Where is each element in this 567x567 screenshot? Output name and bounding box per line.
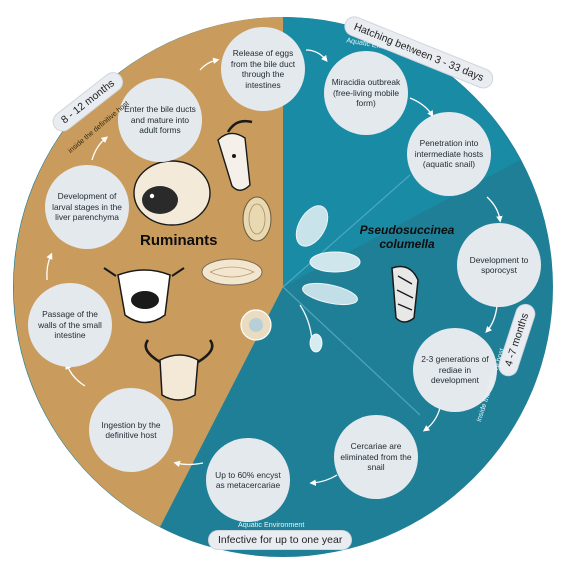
arrow-3	[486, 196, 503, 223]
sector-divider-1	[282, 174, 411, 288]
arrow-9	[46, 252, 53, 281]
badge-infective: Infective for up to one year	[209, 531, 352, 549]
label-aquatic-bottom: Aquatic Environment	[238, 520, 305, 529]
step-passage-intestine: Passage of the walls of the small intest…	[28, 283, 112, 367]
cow-icon	[103, 267, 185, 324]
snail-icon	[391, 265, 419, 323]
arrow-6	[309, 474, 338, 486]
egg-icon	[242, 196, 272, 242]
step-bile-ducts: Enter the bile ducts and mature into adu…	[118, 78, 202, 162]
step-miracidia-outbreak: Miracidia outbreak (free-living mobile f…	[324, 51, 408, 135]
sheep-icon	[133, 160, 211, 226]
arrow-7	[173, 460, 204, 468]
miracidium-icon	[295, 205, 329, 247]
step-ingestion: Ingestion by the definitive host	[89, 388, 173, 472]
buffalo-icon	[144, 339, 214, 401]
adult-fluke-icon	[201, 258, 263, 286]
arrow-11	[199, 57, 220, 71]
step-larval-development: Development of larval stages in the live…	[45, 165, 129, 249]
step-rediae: 2-3 generations of rediae in development	[413, 328, 497, 412]
arrow-2	[409, 97, 434, 118]
metacercaria-icon	[240, 309, 272, 341]
redia-icon	[302, 282, 358, 306]
step-cercariae: Cercariae are eliminated from the snail	[334, 415, 418, 499]
step-penetration-snail: Penetration into intermediate hosts (aqu…	[407, 112, 491, 196]
snail-species-epithet: columella	[379, 237, 435, 252]
snail-species-title: Pseudosuccinea columella	[352, 223, 462, 252]
sector-divider-2	[282, 286, 421, 416]
arrow-5	[422, 407, 441, 432]
sporocyst-icon	[309, 251, 361, 273]
arrow-4	[485, 305, 498, 333]
arrow-10	[91, 136, 109, 161]
cercaria-icon	[299, 304, 323, 353]
goat-icon	[217, 119, 253, 191]
step-encyst: Up to 60% encyst as metacercariae	[206, 438, 290, 522]
arrow-1	[305, 49, 328, 63]
arrow-8	[65, 362, 86, 387]
step-sporocyst: Development to sporocyst	[457, 223, 541, 307]
ruminants-title: Ruminants	[140, 232, 218, 249]
cycle-arrows	[46, 49, 503, 486]
snail-species-genus: Pseudosuccinea	[359, 223, 455, 237]
step-release-eggs: Release of eggs from the bile duct throu…	[221, 27, 305, 111]
